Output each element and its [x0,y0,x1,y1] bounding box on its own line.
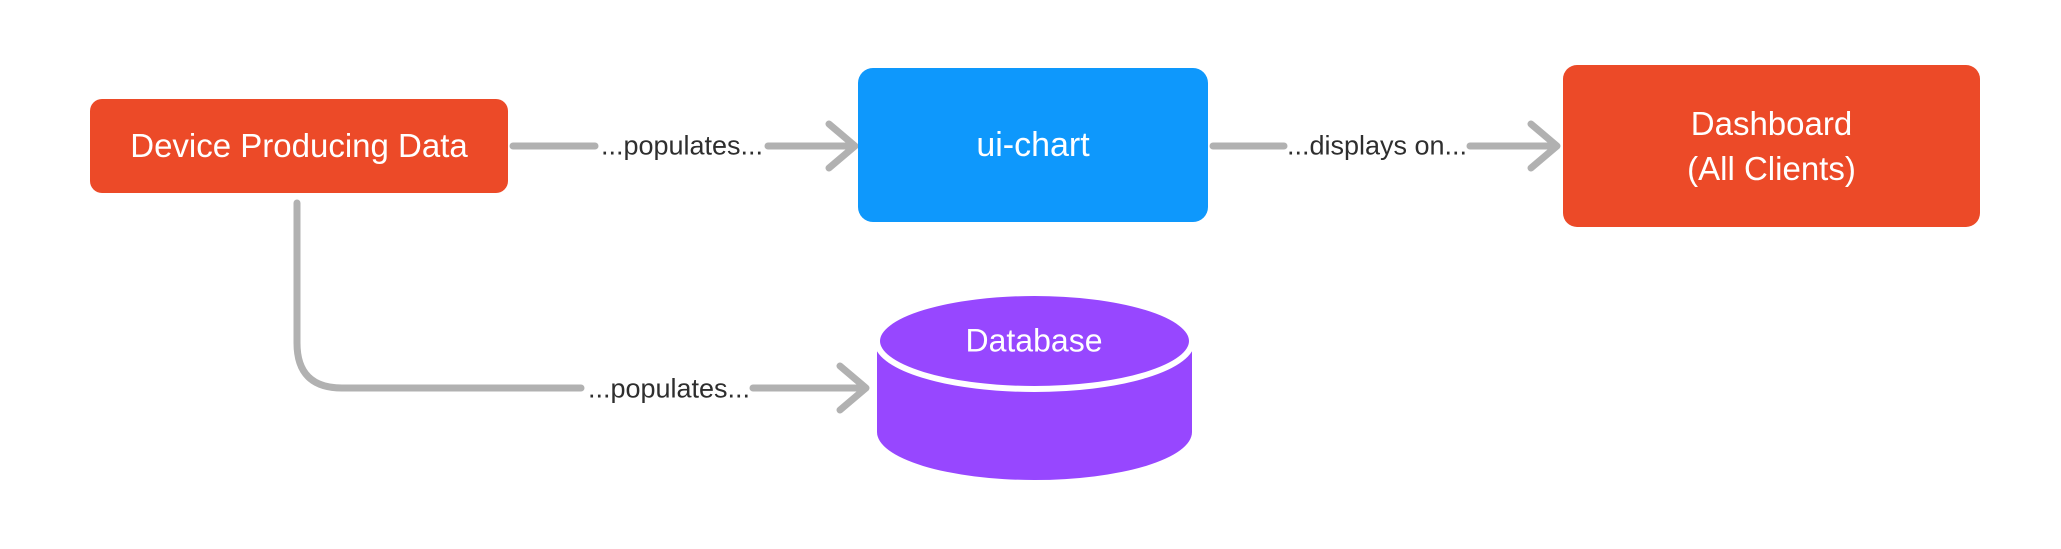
edges [293,120,1561,414]
edge-uichart-to-dashboard-arrowhead [1527,120,1561,172]
node-ui-chart-label: ui-chart [976,125,1090,164]
node-database-label: Database [965,322,1103,359]
edge-label-displays-on: ...displays on... [1286,130,1468,161]
cylinder-top-cap [874,290,1195,392]
edge-label-populates-top: ...populates... [600,130,764,161]
node-device-label: Device Producing Data [130,127,468,164]
edge-device-to-uichart-arrowhead [825,120,859,172]
edge-label-populates-bottom: ...populates... [587,373,751,404]
edge-device-to-database-elbow [293,199,585,392]
node-dashboard-label-line2: (All Clients) [1687,150,1856,187]
node-device-producing-data: Device Producing Data [90,99,508,193]
node-ui-chart: ui-chart [858,68,1208,222]
node-dashboard: Dashboard (All Clients) [1563,65,1980,227]
node-database-cylinder [874,290,1195,480]
edge-device-to-database-arrowhead [836,362,870,414]
node-dashboard-label-line1: Dashboard [1690,105,1853,142]
